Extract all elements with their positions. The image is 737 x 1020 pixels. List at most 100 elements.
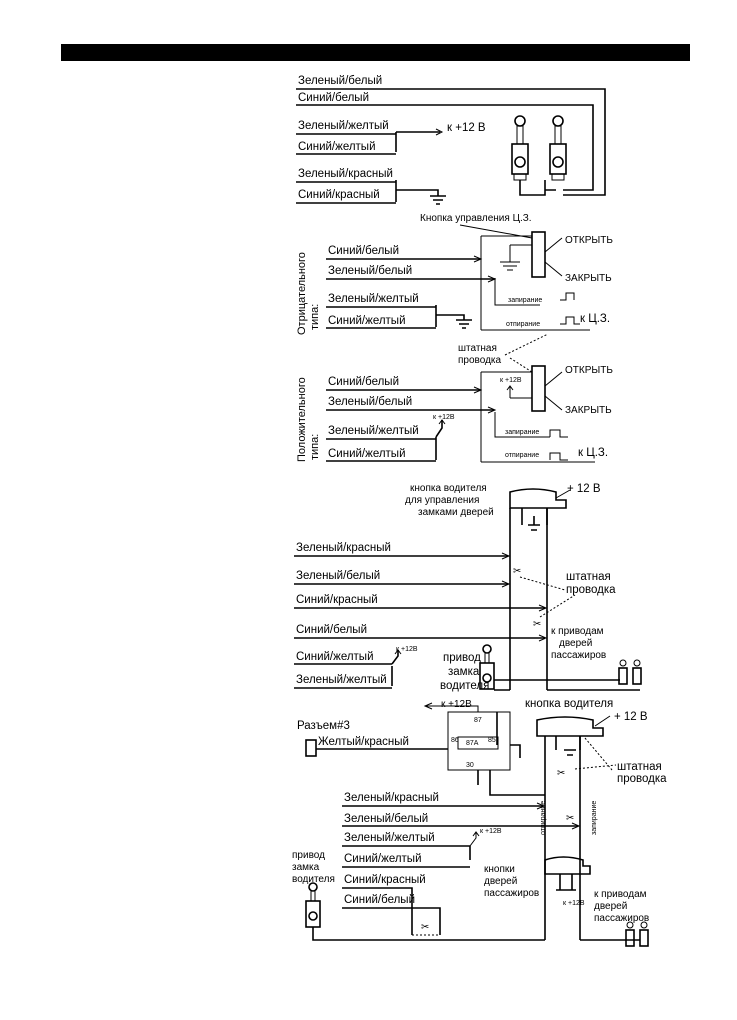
- wire-label: Синий/белый: [298, 92, 369, 104]
- wire-label: Зеленый/белый: [298, 75, 382, 87]
- pass-btn-label: пассажиров: [484, 888, 539, 899]
- relay-icon: [447, 711, 511, 771]
- std-label: проводка: [617, 773, 667, 785]
- driver-button-icon: [536, 716, 604, 737]
- wire-label: Зеленый/белый: [344, 813, 428, 825]
- wire-label: Зеленый/белый: [328, 396, 412, 408]
- door-actuator-icon: [632, 659, 642, 685]
- to-drives-label: пассажиров: [594, 913, 649, 924]
- wire-label: Синий/желтый: [296, 651, 374, 663]
- driver-button-icon: [509, 488, 567, 509]
- driver-btn-label: кнопка водителя: [525, 698, 613, 710]
- pass-btn-label: кнопки: [484, 864, 515, 875]
- wire-label: Синий/белый: [344, 894, 415, 906]
- cut-icon: ✂: [533, 619, 541, 630]
- std-wiring-label: штатная: [458, 343, 497, 354]
- open-label: ОТКРЫТЬ: [565, 235, 613, 246]
- plus12-label: к +12В: [480, 828, 502, 835]
- wire-label: Зеленый/желтый: [298, 120, 389, 132]
- plus12-label: + 12 В: [567, 483, 601, 495]
- wire-label: Синий/желтый: [344, 853, 422, 865]
- wire-label: Зеленый/белый: [296, 570, 380, 582]
- plus12-label: к +12В: [441, 699, 472, 710]
- side-label: Положительного: [296, 377, 308, 462]
- wire-label: Синий/красный: [298, 189, 380, 201]
- to-drives-label: пассажиров: [551, 650, 606, 661]
- std-label: штатная: [617, 761, 662, 773]
- plus12-label: к +12В: [500, 377, 522, 384]
- button-title: Кнопка управления Ц.З.: [420, 213, 532, 224]
- wire-label: Зеленый/желтый: [344, 832, 435, 844]
- diagram-4: кнопка водителя для управления замками д…: [294, 483, 642, 692]
- door-actuator-icon: [511, 115, 529, 181]
- unlock-label: отпирание: [506, 321, 540, 328]
- plus12-label: к +12 В: [447, 122, 486, 134]
- wire-label: Синий/белый: [328, 376, 399, 388]
- plus12-label: к +12В: [396, 646, 418, 653]
- unlock-label: отпирание: [540, 801, 547, 835]
- pass-btn-label: дверей: [484, 876, 517, 887]
- to-cz-label: к Ц.З.: [578, 447, 608, 459]
- diagram-1: Зеленый/белый Синий/белый Зеленый/желтый…: [296, 75, 606, 205]
- to-cz-label: к Ц.З.: [580, 313, 610, 325]
- wire-label: Синий/желтый: [328, 315, 406, 327]
- diagram-5: к +12В Разъем#3 Желтый/красный 87 86 87A…: [292, 698, 667, 947]
- door-actuator-icon: [549, 115, 567, 181]
- lock-label: запирание: [591, 801, 598, 835]
- side-label: типа:: [309, 434, 321, 460]
- lock-label: запирание: [505, 429, 539, 436]
- drive-label: привод: [292, 850, 325, 861]
- diagram-2: Кнопка управления Ц.З. ОТКРЫТЬ ЗАКРЫТЬ з…: [296, 213, 613, 335]
- wire-label: Зеленый/желтый: [328, 293, 419, 305]
- wire-label: Зеленый/белый: [328, 265, 412, 277]
- cut-icon: ✂: [557, 768, 565, 779]
- driver-btn-label: кнопка водителя: [410, 483, 487, 494]
- drive-label: привод: [443, 652, 481, 664]
- drive-label: замка: [292, 862, 320, 873]
- cz-switch-icon: [531, 231, 546, 278]
- plus12v-label: + 12 В: [614, 711, 648, 723]
- wire-label: Синий/желтый: [328, 448, 406, 460]
- wire-label: Зеленый/красный: [298, 168, 393, 180]
- cut-icon: ✂: [421, 922, 429, 933]
- close-label: ЗАКРЫТЬ: [565, 405, 612, 416]
- door-actuator-icon: [479, 644, 495, 690]
- driver-btn-label: для управления: [405, 495, 479, 506]
- cut-icon: ✂: [513, 566, 521, 577]
- wire-label: Синий/красный: [296, 594, 378, 606]
- wire-label: Синий/желтый: [298, 141, 376, 153]
- std-label: штатная: [566, 571, 611, 583]
- side-label: типа:: [309, 304, 321, 330]
- unlock-label: отпирание: [505, 452, 539, 459]
- lock-label: запирание: [508, 297, 542, 304]
- header-bar: [61, 44, 690, 61]
- relay-pin: 87A: [466, 740, 479, 747]
- driver-btn-label: замками дверей: [418, 507, 494, 518]
- cz-switch-icon: [531, 365, 546, 412]
- relay-pin: 87: [474, 717, 482, 724]
- to-drives-label: к приводам: [594, 889, 647, 900]
- yellow-red-label: Желтый/красный: [318, 736, 409, 748]
- drive-label: водителя: [292, 874, 335, 885]
- to-drives-label: к приводам: [551, 626, 604, 637]
- cut-icon: ✂: [566, 813, 574, 824]
- std-label: проводка: [566, 584, 616, 596]
- to-drives-label: дверей: [594, 901, 627, 912]
- wire-label: Зеленый/красный: [296, 542, 391, 554]
- wire-label: Синий/белый: [328, 245, 399, 257]
- passenger-button-icon: [544, 856, 591, 875]
- wire-label: Зеленый/желтый: [328, 425, 419, 437]
- open-label: ОТКРЫТЬ: [565, 365, 613, 376]
- relay-pin: 30: [466, 762, 474, 769]
- door-actuator-icon: [625, 921, 635, 947]
- wire-label: Синий/белый: [296, 624, 367, 636]
- connector-label: Разъем#3: [297, 720, 350, 732]
- wire-label: Зеленый/красный: [344, 792, 439, 804]
- diagram-3: к +12В ОТКРЫТЬ ЗАКРЫТЬ запирание отпиран…: [296, 365, 613, 463]
- connector-icon: [305, 739, 317, 757]
- plus12-label: к +12В: [563, 900, 585, 907]
- std-wiring-label: проводка: [458, 355, 502, 366]
- wire-label: Зеленый/желтый: [296, 674, 387, 686]
- side-label: Отрицательного: [296, 252, 308, 335]
